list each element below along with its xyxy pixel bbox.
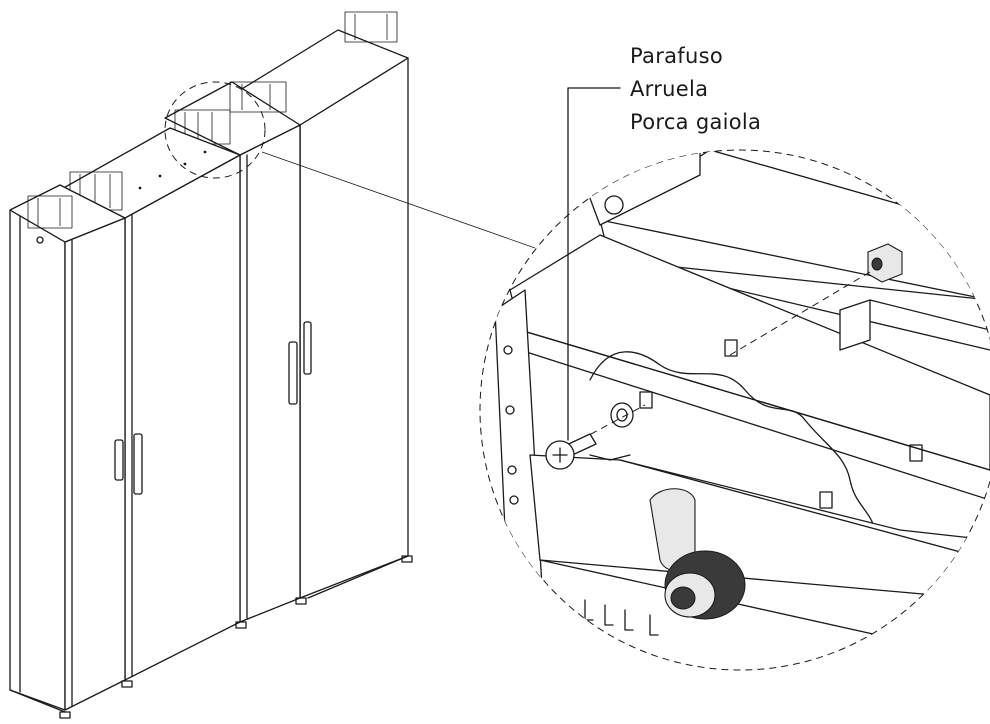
cabinet-4 xyxy=(231,11,409,599)
zoom-leader-upper xyxy=(261,151,536,249)
cabinet-feet xyxy=(59,555,413,719)
cabinet-3 xyxy=(164,81,301,623)
label-cage-nut: Porca gaiola xyxy=(630,110,762,134)
zoom-detail xyxy=(479,149,990,671)
cage-nut-part xyxy=(867,243,903,283)
detail-region-marker xyxy=(164,81,266,179)
door-handle xyxy=(114,439,124,481)
cabinet-2 xyxy=(59,127,241,681)
screw-part xyxy=(545,404,646,470)
label-screw: Parafuso xyxy=(630,44,723,68)
rack-cabinets xyxy=(9,11,413,719)
door-handle xyxy=(133,433,143,495)
door-handle xyxy=(288,341,298,405)
label-washer: Arruela xyxy=(630,77,709,101)
cabinet-1 xyxy=(9,184,126,713)
label-leader-line xyxy=(567,87,621,441)
door-handle xyxy=(303,321,312,375)
washer-part xyxy=(610,402,634,428)
lock-cylinder xyxy=(664,550,746,620)
